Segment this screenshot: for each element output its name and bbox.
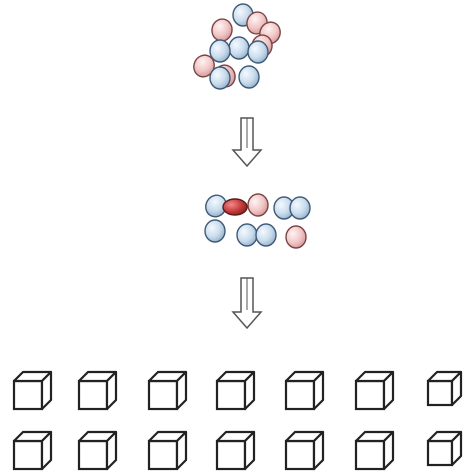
cube-icon	[77, 430, 118, 471]
cube-icon	[426, 370, 463, 407]
cube-icon	[12, 430, 53, 471]
blue-particle	[228, 36, 250, 60]
cube-icon	[426, 430, 463, 467]
cube-icon	[77, 370, 118, 411]
cube-icon	[215, 430, 256, 471]
blue-particle	[236, 223, 258, 247]
pink-particle	[247, 193, 269, 217]
cube-icon	[147, 430, 188, 471]
pink-particle	[285, 225, 307, 249]
blue-particle	[238, 65, 260, 89]
dark-red-particle	[222, 198, 248, 216]
cube-icon	[284, 430, 325, 471]
blue-particle	[209, 39, 231, 63]
blue-particle	[209, 66, 231, 90]
blue-particle	[255, 223, 277, 247]
cube-icon	[284, 370, 325, 411]
cube-icon	[12, 370, 53, 411]
cube-icon	[354, 430, 395, 471]
down-arrow-icon	[231, 117, 263, 168]
down-arrow-icon	[231, 277, 263, 330]
blue-particle	[247, 40, 269, 64]
blue-particle	[289, 196, 311, 220]
blue-particle	[204, 219, 226, 243]
arranged-particles-group	[204, 193, 311, 249]
cube-grid	[12, 370, 463, 471]
pink-particle	[211, 18, 233, 42]
cube-icon	[147, 370, 188, 411]
clustered-particles-group	[193, 3, 281, 90]
cube-icon	[354, 370, 395, 411]
cube-icon	[215, 370, 256, 411]
